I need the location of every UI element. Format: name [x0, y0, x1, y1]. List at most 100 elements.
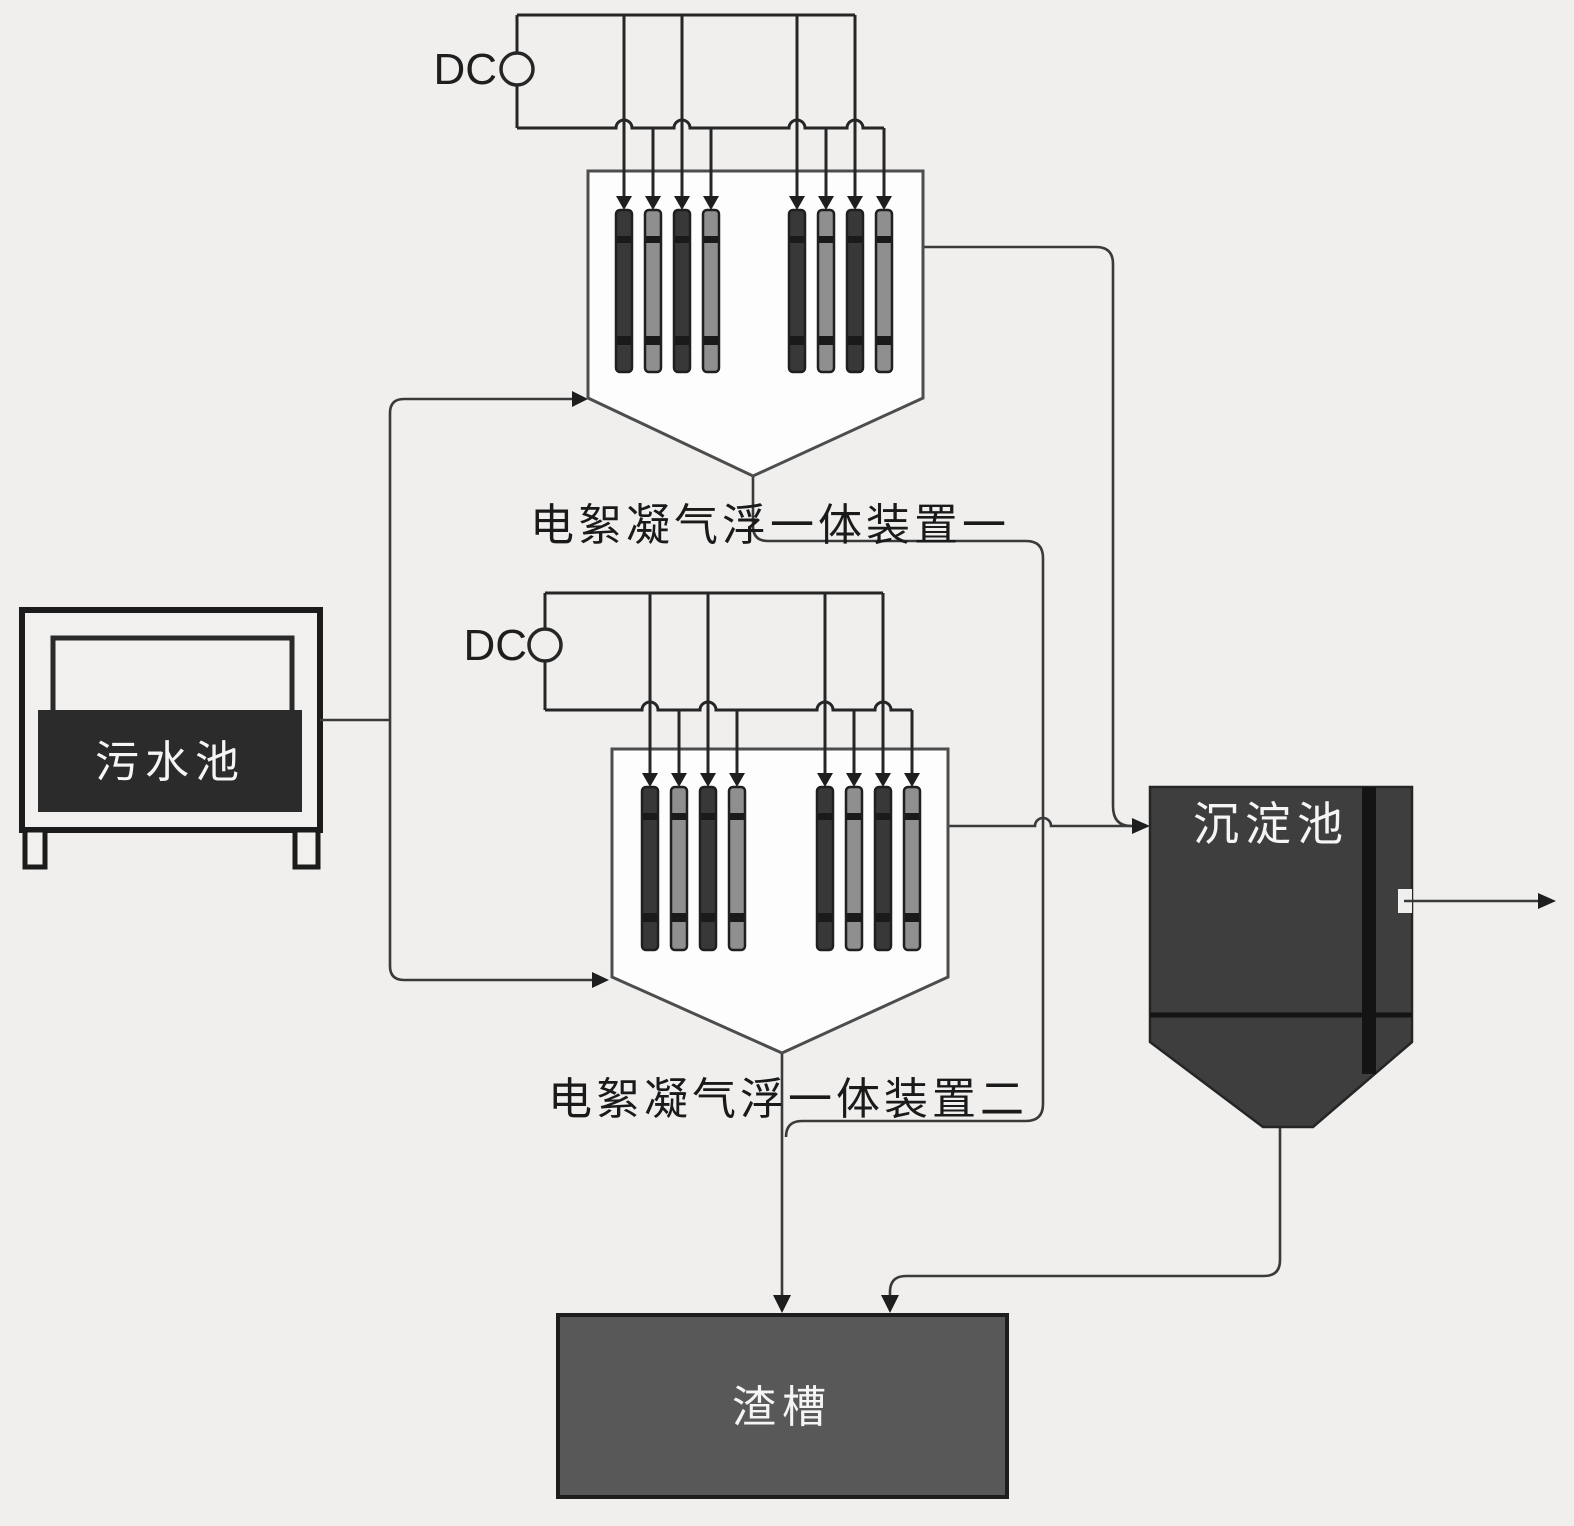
pool-right-leg	[292, 827, 321, 870]
electrode-arrow-icon	[674, 196, 690, 210]
electrode-arrow-icon	[616, 196, 632, 210]
dc-wiring-2: DC	[463, 591, 912, 712]
electrode-bar-dark	[845, 208, 865, 374]
electrode-band	[818, 813, 832, 820]
electrode-arrow-icon	[700, 773, 716, 787]
electrode-arrow-icon	[817, 773, 833, 787]
electrode-band	[730, 813, 744, 820]
electrode-band	[876, 813, 890, 820]
sedimentation-body	[1148, 785, 1414, 1129]
electrode-bar-light	[874, 208, 894, 374]
device2-label: 电絮凝气浮一体装置二	[548, 1075, 1028, 1124]
electrode-band	[646, 336, 660, 345]
electrode-band	[790, 236, 804, 243]
sewage-pool: 污水池	[19, 607, 323, 870]
slag-trough-body	[556, 1313, 1009, 1499]
electrode-arrow-icon	[789, 196, 805, 210]
electrode-bar-light	[701, 208, 721, 374]
electrode-band	[701, 813, 715, 820]
electrode-band	[848, 336, 862, 345]
slag-trough: 渣槽	[556, 1313, 1009, 1499]
sedimentation-tank: 沉淀池	[881, 785, 1556, 1313]
electrode-band	[819, 336, 833, 345]
electrode-band	[847, 813, 861, 820]
electrode-band	[643, 913, 657, 922]
transfer-lines	[751, 245, 1150, 1313]
electrode-band	[675, 236, 689, 243]
electrode-arrow-icon	[904, 773, 920, 787]
slag-trough-label: 渣槽	[732, 1383, 832, 1432]
electrode-arrow-icon	[875, 773, 891, 787]
device2-tank	[610, 747, 950, 1055]
device1-sludge-line	[751, 476, 1045, 1138]
device1-label: 电絮凝气浮一体装置一	[530, 501, 1010, 550]
dc-label-1: DC	[433, 45, 497, 94]
electrode-bar-light	[844, 785, 864, 952]
electrode-band	[704, 336, 718, 345]
electrode-bar-light	[902, 785, 922, 952]
electrode-bar-light	[643, 208, 663, 374]
electrode-arrow-icon	[703, 196, 719, 210]
flotation-device-2: DC	[463, 591, 950, 1055]
device1-electrodes	[614, 15, 894, 374]
electrode-bar-light	[727, 785, 747, 952]
electrode-arrow-icon	[642, 773, 658, 787]
device2-outlet-line	[948, 816, 1132, 828]
electrode-arrow-icon	[847, 196, 863, 210]
dc-power-source-2-icon	[527, 627, 563, 663]
arrow-into-device2-icon	[592, 972, 609, 988]
electrode-bar-light	[669, 785, 689, 952]
electrode-band	[701, 913, 715, 922]
pool-left-leg	[22, 827, 48, 870]
electrode-arrow-icon	[846, 773, 862, 787]
arrow-into-device1-icon	[572, 391, 588, 407]
electrode-band	[818, 913, 832, 922]
electrode-bar-dark	[614, 208, 634, 374]
electrode-band	[617, 336, 631, 345]
electrode-band	[877, 336, 891, 345]
flotation-device-1: DC	[433, 13, 925, 478]
electrode-band	[790, 336, 804, 345]
device2-bottom-bus	[545, 700, 912, 712]
device1-outlet-line	[923, 245, 1132, 828]
electrode-band	[672, 913, 686, 922]
sedimentation-baffle	[1362, 787, 1376, 1074]
arrow-into-slag-left-icon	[773, 1295, 791, 1313]
electrode-band	[730, 913, 744, 922]
electrode-bar-dark	[698, 785, 718, 952]
dc-label-2: DC	[463, 621, 527, 670]
sewage-pool-label: 污水池	[95, 738, 245, 787]
electrode-bar-dark	[672, 208, 692, 374]
dc-wiring-1: DC	[433, 13, 884, 130]
electrode-band	[905, 913, 919, 922]
electrode-band	[847, 913, 861, 922]
sedimentation-sludge-line	[888, 1128, 1282, 1295]
electrode-band	[675, 336, 689, 345]
arrow-effluent-out-icon	[1538, 893, 1556, 909]
feed-lines	[320, 391, 609, 988]
electrode-arrow-icon	[645, 196, 661, 210]
electrode-band	[877, 236, 891, 243]
electrode-band	[819, 236, 833, 243]
feed-branch-line	[388, 397, 592, 982]
electrode-bar-dark	[815, 785, 835, 952]
electrode-arrow-icon	[876, 196, 892, 210]
sedimentation-label: 沉淀池	[1193, 798, 1349, 850]
electrode-band	[672, 813, 686, 820]
electrode-bar-dark	[873, 785, 893, 952]
electrode-arrow-icon	[818, 196, 834, 210]
electrode-band	[617, 236, 631, 243]
electrode-band	[905, 813, 919, 820]
electrode-bar-dark	[640, 785, 660, 952]
electrode-arrow-icon	[729, 773, 745, 787]
device1-bottom-bus	[517, 118, 884, 130]
electrode-band	[646, 236, 660, 243]
electrode-band	[848, 236, 862, 243]
electrode-bar-light	[816, 208, 836, 374]
electrode-bar-dark	[787, 208, 807, 374]
electrode-band	[643, 813, 657, 820]
arrow-into-sedimentation-icon	[1132, 818, 1150, 834]
electrode-band	[704, 236, 718, 243]
device2-electrodes	[640, 593, 922, 952]
